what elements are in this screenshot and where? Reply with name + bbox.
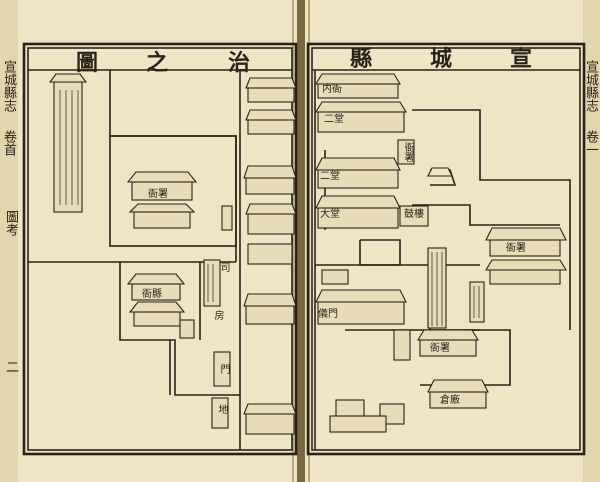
label-hall-two-b: 二堂 (320, 171, 340, 182)
label-gate-a: 門 (218, 364, 229, 374)
label-drum-tower: 鼓樓 (404, 209, 424, 220)
map-title-right-char-1: 縣 (350, 46, 373, 72)
label-hall-two: 二堂 (324, 114, 344, 125)
margin-right-volume: 卷一 (583, 130, 598, 156)
book-gutter (297, 0, 305, 482)
label-office-b: 房 (212, 310, 223, 320)
map-title-left-char-3: 治 (228, 50, 251, 76)
margin-left-page-number: 二 (3, 360, 18, 373)
margin-right-title: 宣城縣志 (583, 60, 598, 112)
label-office-a: 司 (218, 262, 229, 272)
map-title-right-char-3: 宣 (510, 46, 533, 72)
map-title-right-char-2: 城 (430, 46, 453, 72)
label-inner-yamen: 内衙 (322, 84, 342, 95)
label-gate-b: 地 (216, 404, 227, 414)
margin-left-section: 圖考 (3, 210, 18, 236)
left-long-building (53, 81, 83, 213)
right-frame (311, 47, 581, 451)
label-yamen-right: 衙署 (506, 243, 526, 254)
label-granary: 倉廒 (440, 395, 460, 406)
label-east-office: 衙署 (402, 142, 413, 162)
label-ceremony-gate: 儀門 (318, 309, 338, 320)
label-official-left: 衙縣 (142, 289, 162, 300)
label-main-hall: 大堂 (320, 209, 340, 220)
label-yamen-left: 衙署 (148, 189, 168, 200)
map-title-left-char-1: 圖 (76, 50, 99, 76)
margin-left-title: 宣城縣志 (1, 60, 16, 112)
margin-left-volume: 卷首 (1, 130, 16, 156)
map-title-left-char-2: 之 (146, 50, 169, 76)
label-tax-office: 衙署 (430, 343, 450, 354)
